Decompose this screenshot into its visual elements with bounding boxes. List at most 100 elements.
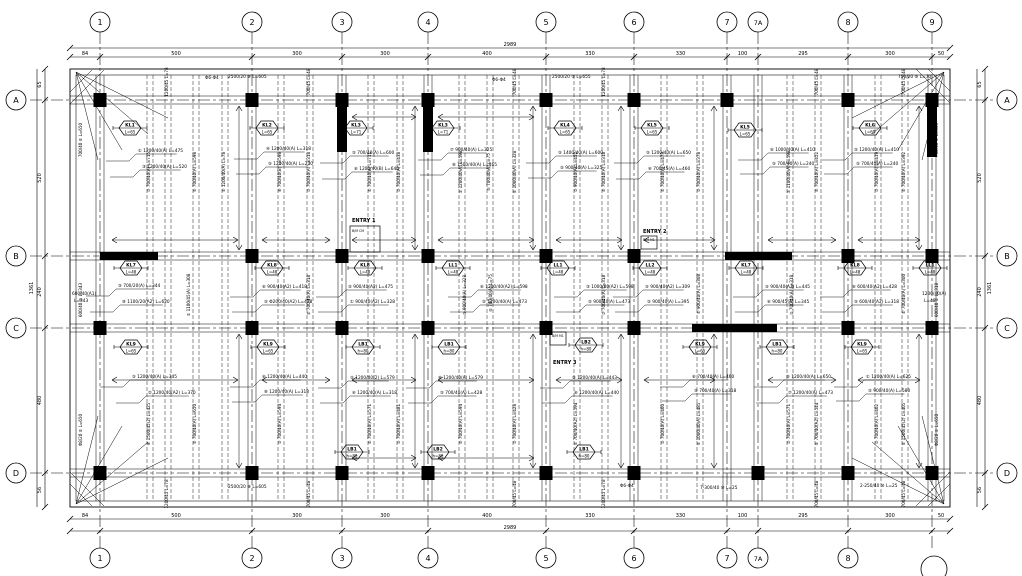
row-bubble-left xyxy=(5,89,27,111)
rebar-annotation: ⑤ 700/40(A) L=428 xyxy=(440,390,482,396)
beam-tag-name: LB1 xyxy=(347,447,357,453)
corner-fan-line xyxy=(851,457,945,505)
rebar-annotation: ⑤ 1200/40(A) L=410 xyxy=(854,147,899,153)
span-arrow-head xyxy=(830,236,837,241)
beam-tag-size: h=80 xyxy=(433,454,444,459)
dimension-value: 330 xyxy=(676,513,686,519)
column xyxy=(841,249,855,263)
rebar-annotation: L=48 xyxy=(924,298,936,304)
span-arrow-head xyxy=(437,239,444,244)
rebar-annotation: ⑤ 1200/40(A) L=650 xyxy=(646,150,691,156)
span-arrow-head xyxy=(857,379,864,384)
dimension-value: 50 xyxy=(938,51,944,57)
row-bubble-left xyxy=(5,245,27,267)
span-arrow-head xyxy=(918,462,923,469)
dimension-value: 300 xyxy=(380,51,390,57)
rebar-annotation: ⑥ 700/40(A) L=460 xyxy=(692,374,734,380)
annotation-leader xyxy=(856,379,865,388)
rebar-annotation-vertical: 600/40 ⑤ L=343 xyxy=(78,283,83,318)
grid-bubble-label: 7A xyxy=(754,555,763,563)
rebar-annotation: ⑥ 1200/40(A) L=318 xyxy=(352,390,397,396)
beam-tag-name: KL8 xyxy=(850,263,860,269)
rebar-annotation: ⑤ 900/40(A2) L=445 xyxy=(765,284,810,290)
span-arrow-head xyxy=(232,236,239,241)
annotation-leader xyxy=(576,289,585,298)
row-bubble-label: D xyxy=(13,469,19,478)
span-arrow-head xyxy=(529,244,534,251)
rebar-annotation-vertical: ⑤ 700/40(A) L=650 xyxy=(192,404,197,445)
rebar-annotation: ⑥ 700/45(A) L=460 xyxy=(648,166,690,172)
tick-mark xyxy=(928,527,936,535)
dimension-value: 56 xyxy=(37,487,43,493)
column xyxy=(627,321,641,335)
span-arrow-head xyxy=(532,244,537,251)
span-arrow-head xyxy=(532,333,537,340)
dimension-value: 500 xyxy=(171,513,181,519)
span-arrow-head xyxy=(532,105,537,112)
rebar-annotation: ⑤ 1200/40(2) L=579 xyxy=(350,375,395,381)
beam-tag-name: LL1 xyxy=(448,263,457,269)
rebar-annotation-vertical: ⑤ 700/40(A) L=300 xyxy=(901,274,906,315)
span-arrow-head xyxy=(767,236,774,241)
beam-tag-size: L=48 xyxy=(360,270,371,275)
span-arrow-head xyxy=(617,244,622,251)
dimension-value: 100 xyxy=(738,51,748,57)
span-arrow-head xyxy=(238,462,243,469)
beam-tag-name: KL9 xyxy=(857,342,867,348)
grid-bubble-label: 4 xyxy=(425,18,430,27)
tick-mark xyxy=(66,527,74,535)
rebar-annotation: Φ6-Φ4 xyxy=(492,77,506,83)
beam-tag-size: h=80 xyxy=(581,347,592,352)
annotation-leader xyxy=(128,153,137,162)
rebar-annotation-vertical: ⑤ 700/40(A) L=75 xyxy=(488,274,493,312)
dimension-value: 480 xyxy=(977,396,983,406)
corner-fan-line xyxy=(75,71,99,161)
tick-mark xyxy=(754,53,762,61)
rebar-annotation-vertical: ⑤ 700/40(A) L=711 xyxy=(367,152,372,193)
slab-outline-outer xyxy=(69,68,951,508)
rebar-annotation-vertical: ⑤ 700/40(A) L=452 xyxy=(814,152,819,193)
span-arrow-head xyxy=(232,376,239,381)
stair-label: ENTRY 3 xyxy=(553,360,577,366)
annotation-leader xyxy=(340,304,349,313)
annotation-leader xyxy=(757,304,766,313)
span-arrow-head xyxy=(620,244,625,251)
span-arrow-head xyxy=(529,333,534,340)
dimension-value: 520 xyxy=(37,173,43,183)
beam-tag-name: LL1 xyxy=(553,263,562,269)
rebar-annotation: ⑤ 700/40(A) L=600 xyxy=(352,150,394,156)
rebar-annotation: ⑥ 1200/40(A2) L=598 xyxy=(480,284,528,290)
rebar-annotation: ⑥ 1200/40(B) L=640 xyxy=(354,166,399,172)
span-arrow-head xyxy=(261,239,268,244)
grid-bubble-bottom xyxy=(89,547,111,569)
tick-mark xyxy=(844,527,852,535)
annotation-leader xyxy=(844,152,853,161)
tick-mark xyxy=(630,53,638,61)
dimension-value: 300 xyxy=(292,51,302,57)
rebar-annotation: ⑤ 1200/40(A) L=650 xyxy=(786,374,831,380)
rebar-annotation-vertical: ⑤ 700/40(A) L=598 xyxy=(192,152,197,193)
corner-fan-line xyxy=(69,69,105,105)
tick-mark xyxy=(946,527,954,535)
span-arrow-head xyxy=(437,236,444,241)
column xyxy=(245,321,259,335)
grid-bubble-label: 1 xyxy=(97,18,102,27)
column xyxy=(720,93,734,107)
beam-tag-size: L=48 xyxy=(850,270,861,275)
tick-mark xyxy=(946,53,954,61)
rebar-annotation-vertical: ⑤ 900/40(A) L=308 xyxy=(696,274,701,315)
rebar-annotation-vertical: ③ 900/40(A) L=328 xyxy=(462,275,467,316)
grid-bubble-top xyxy=(716,11,738,33)
beam-bar xyxy=(692,324,777,332)
row-bubble-label: C xyxy=(13,324,19,333)
annotation-leader xyxy=(258,166,267,175)
rebar-annotation: ⑤ 600/40(A2) L=318 xyxy=(854,299,899,305)
span-arrow-head xyxy=(437,116,444,121)
slab-outline-inner xyxy=(75,74,945,502)
span-arrow-head xyxy=(857,236,864,241)
rebar-annotation: ⑤ 700/40(A) L=240 xyxy=(772,161,814,167)
dimension-value: 50 xyxy=(938,513,944,519)
annotation-leader xyxy=(108,288,117,297)
column xyxy=(841,321,855,335)
span-arrow-head xyxy=(238,105,243,112)
